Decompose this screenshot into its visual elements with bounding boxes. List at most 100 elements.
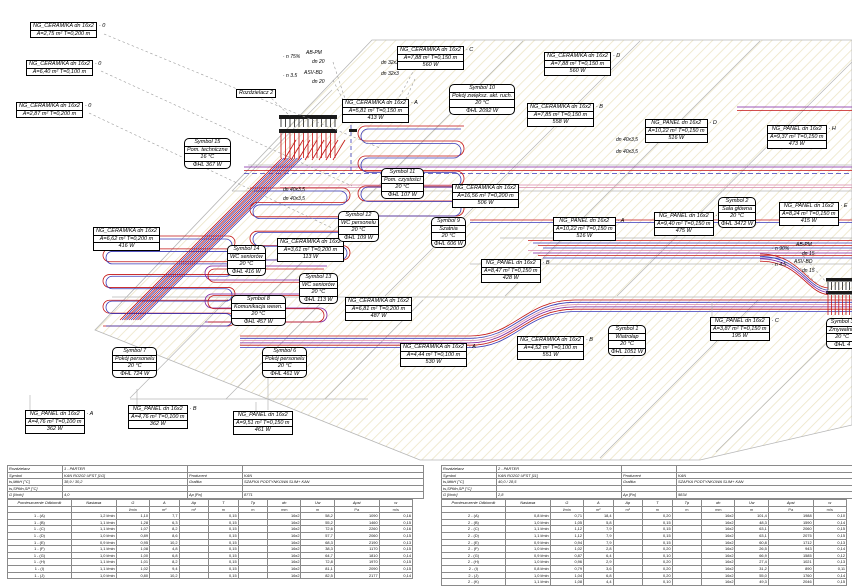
label-line: A=4,44 m² T=0,100 m [401, 350, 466, 359]
table-cell: 57,7 [300, 531, 335, 540]
label-line: ΦHL 367 W [185, 160, 230, 169]
label-line: 530 W [401, 358, 466, 366]
column-header: Nastawa [70, 498, 117, 507]
table-cell: 1585 [767, 551, 814, 560]
table-cell: 1460 [333, 518, 380, 527]
table-cell: 1,0 l/min [504, 558, 551, 566]
manifold-symbols [279, 101, 852, 315]
table-cell: 16x2 [267, 518, 302, 527]
table-cell: 1 - (C) [7, 525, 72, 533]
table-cell: 6,8 [583, 571, 614, 580]
table-header-cell: Δp [Pa] [187, 491, 243, 499]
table-cell: 1,12 [549, 531, 585, 540]
table-cell: 2 - (C) [441, 525, 506, 533]
loop-marker: · C [465, 47, 474, 53]
table-cell: 1 - (H) [7, 558, 72, 566]
table-header-cell: Symbol [7, 471, 63, 480]
label-line: Rozdzielacz 2 [239, 90, 274, 96]
label-line: ΦHL 416 W [228, 267, 265, 276]
table-cell: 16x2 [267, 564, 302, 573]
unit-cell [7, 505, 72, 514]
label-line: NG_CERAMIKA dn 16x2 [280, 239, 341, 245]
loop-marker: · A [410, 100, 418, 106]
label-line: A=8,24 m² T=0,150 m [780, 209, 838, 217]
unit-cell: m² [149, 505, 180, 514]
loop-marker: · A [468, 344, 476, 350]
table-cell: 1090 [333, 512, 380, 520]
table-cell: 1,2 l/min [70, 512, 117, 520]
table-cell: 0,94 [549, 538, 585, 547]
table-cell: 1970 [333, 558, 380, 566]
table-header-cell: KAN RO202 UFST [11] [496, 471, 622, 480]
table-cell: 0,20 [642, 571, 673, 580]
table-cell: 16x2 [701, 525, 736, 533]
table-header-cell: ts,MtkH [°C] [441, 478, 497, 486]
table-cell: 1,1 l/min [504, 531, 551, 540]
table-cell: 31,2 [734, 564, 769, 573]
unit-cell: l/min [115, 505, 151, 514]
table-cell [237, 564, 269, 573]
table-header-cell: Producent [621, 471, 677, 480]
table-cell [612, 531, 644, 540]
table-cell: 2 - (B) [441, 518, 506, 527]
unit-cell: m/s [812, 505, 848, 514]
table-cell: 0,15 [642, 538, 673, 547]
pipe-annotation: dn 40x3,5 [283, 196, 305, 202]
label-line: NG_PANEL dn 16x2 [29, 411, 80, 417]
column-header: Tp [237, 498, 269, 507]
table-cell: 16x2 [267, 512, 302, 520]
table-cell [612, 525, 644, 533]
label-line: 560 W [398, 61, 463, 69]
table-cell: 63,1 [734, 531, 769, 540]
label-line: NG_CERAMIKA dn 16x2 [348, 298, 409, 304]
unit-cell: m/s [378, 505, 414, 514]
table-cell: 4,8 [149, 545, 180, 553]
table-header-cell: SZAFKA PODTYNKOWA SLIM+ KAN [676, 478, 852, 486]
table-cell: 16x2 [701, 578, 736, 586]
label-line: A=3,61 m² T=0,200 m [278, 245, 343, 254]
label-line: NG_CERAMIKA dn 16x2 [19, 103, 80, 109]
label-line: A=7,85 m² T=0,150 m [528, 110, 593, 119]
table-cell: 2060 [767, 525, 814, 533]
label-line: Symbol 7 [123, 348, 147, 354]
table-cell [237, 558, 269, 566]
table-cell: 2260 [333, 525, 380, 533]
label-line: A=9,37 m² T=0,150 m [768, 132, 826, 140]
table-cell [178, 545, 210, 553]
label-line: NG_PANEL dn 16x2 [132, 406, 183, 412]
table-cell: 1 - (D) [7, 531, 72, 540]
label-line: WC seniorów [300, 280, 337, 288]
label-line: 516 W [554, 232, 615, 240]
table-cell: 60,8 [734, 538, 769, 547]
unit-cell: m² [612, 505, 644, 514]
pipe-annotation: dn 15 [802, 268, 815, 274]
table-header-cell [187, 484, 243, 493]
pipe-annotation: dn 15 [802, 251, 815, 257]
manifold-name-label: Rozdzielacz 2 [236, 89, 277, 98]
table-header-cell: 9834 [676, 491, 852, 499]
table-cell [178, 571, 210, 580]
table-header-cell: ts,MtkH [°C] [7, 478, 63, 486]
table-cell: 18,4 [583, 512, 614, 520]
table-cell: 0,89 [115, 531, 151, 540]
table-cell: 1,0 l/min [504, 571, 551, 580]
table-cell: 1988 [767, 512, 814, 520]
